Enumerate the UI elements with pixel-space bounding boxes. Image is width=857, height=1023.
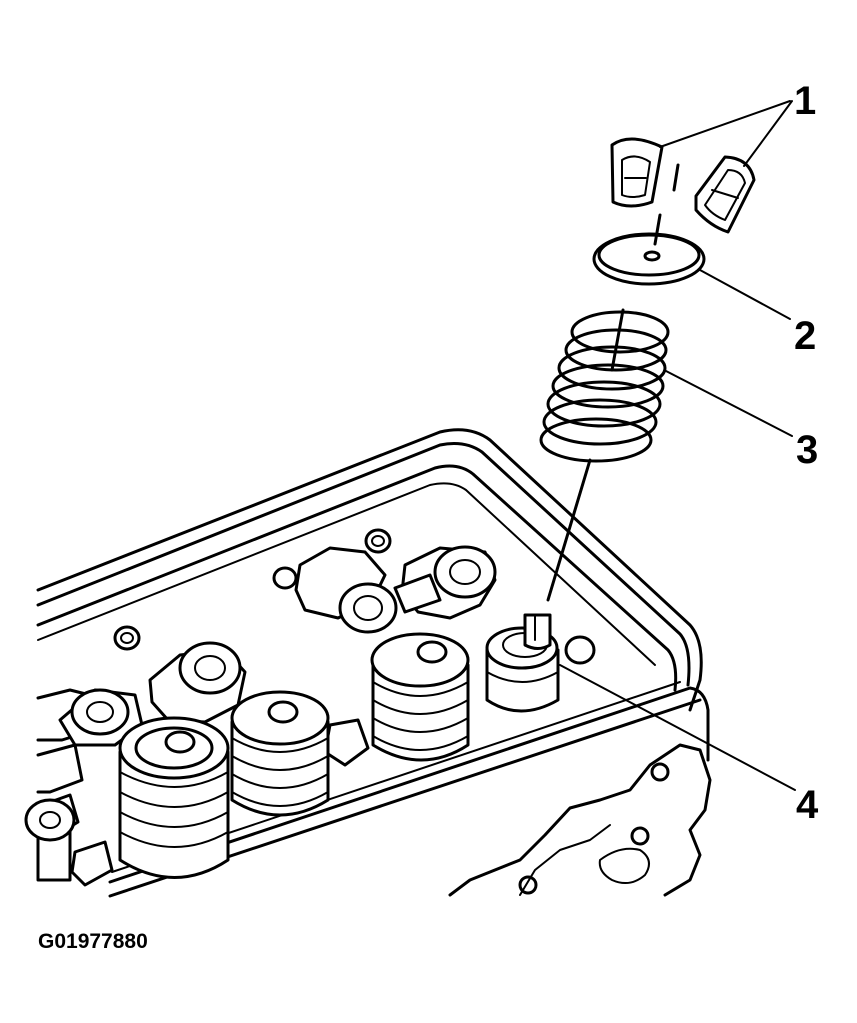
spring-stack-front	[118, 716, 230, 879]
figure-id: G01977880	[38, 930, 148, 953]
callout-2: 2	[794, 314, 816, 358]
spring-stack-middle	[230, 690, 330, 817]
valve-spring	[539, 308, 670, 463]
valve-spring-retainer	[592, 163, 706, 286]
callout-3: 3	[796, 428, 818, 472]
callout-1: 1	[794, 79, 816, 123]
exploded-valve-assembly	[485, 137, 756, 713]
valve-stem-seal	[485, 613, 560, 713]
spring-stack-far-left	[24, 798, 76, 882]
callout-4: 4	[796, 783, 819, 827]
spring-stack-rear	[370, 632, 470, 762]
leader-lines	[559, 100, 796, 791]
valve-stem-centerline	[546, 458, 592, 602]
valve-spring-stacks	[24, 632, 470, 882]
valve-keys	[610, 137, 756, 234]
